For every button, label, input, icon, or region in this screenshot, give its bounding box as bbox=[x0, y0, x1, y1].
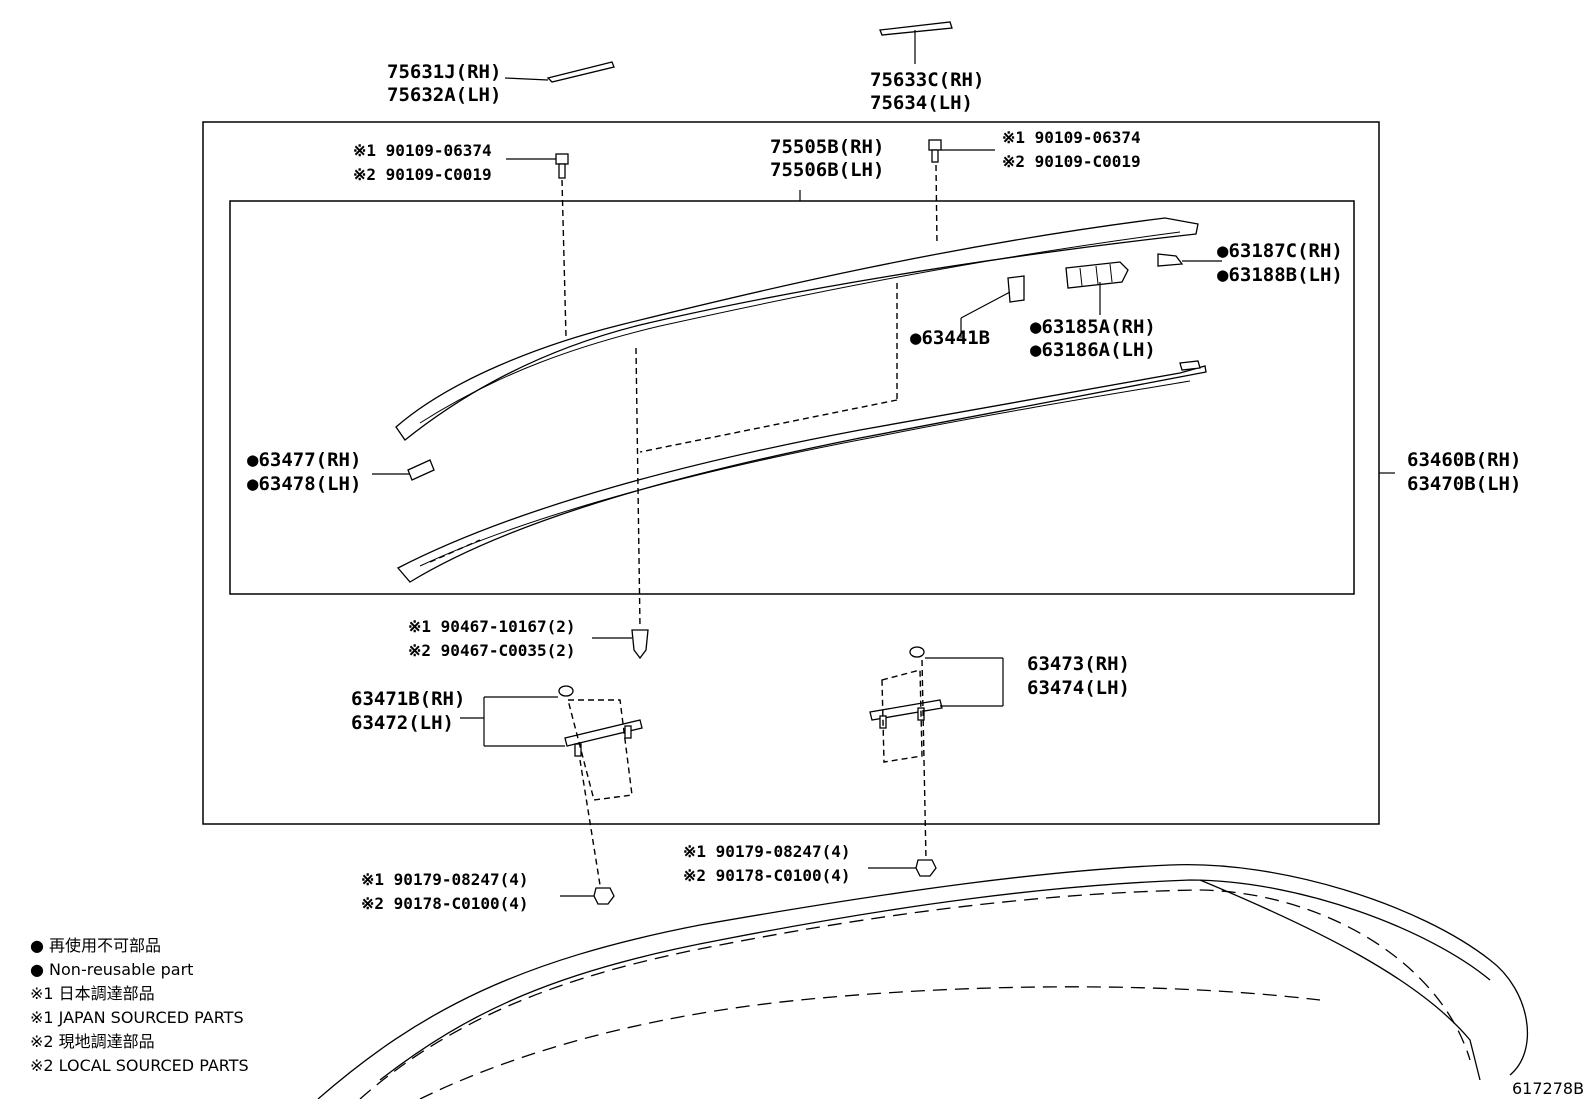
label-nut-right-1: ※1 90179-08247(4) bbox=[683, 842, 851, 861]
label-assembly-1: 63460B(RH) bbox=[1407, 449, 1521, 471]
cover-front-part bbox=[372, 459, 435, 481]
label-rail-2: 75506B(LH) bbox=[770, 159, 884, 181]
label-nut-right-2: ※2 90178-C0100(4) bbox=[683, 866, 851, 885]
cover-rear-part bbox=[1157, 253, 1222, 267]
label-assembly-2: 63470B(LH) bbox=[1407, 473, 1521, 495]
label-molding-end-rear-2: 75634(LH) bbox=[870, 92, 973, 114]
roof-rail-part bbox=[395, 217, 1199, 441]
label-cover-rear-2: ●63188B(LH) bbox=[1217, 264, 1343, 286]
molding-end-front-part bbox=[504, 61, 615, 83]
legend-item: ※2 LOCAL SOURCED PARTS bbox=[30, 1056, 249, 1075]
bracket-right-part bbox=[869, 646, 1004, 861]
label-clip-pin-2: ※2 90467-C0035(2) bbox=[408, 641, 576, 660]
clip-block-part bbox=[1065, 261, 1129, 315]
label-bracket-right-1: 63473(RH) bbox=[1027, 653, 1130, 675]
label-screw-left-2: ※2 90109-C0019 bbox=[353, 165, 492, 184]
diagram-id: 617278B bbox=[1512, 1079, 1584, 1098]
label-molding-end-rear-1: 75633C(RH) bbox=[870, 69, 984, 91]
label-nut-left-1: ※1 90179-08247(4) bbox=[361, 870, 529, 889]
label-rail-1: 75505B(RH) bbox=[770, 136, 884, 158]
vehicle-roof-outline bbox=[317, 863, 1529, 1099]
legend: ● 再使用不可部品 ● Non-reusable part ※1 日本調達部品 … bbox=[30, 936, 249, 1075]
label-nut-left-2: ※2 90178-C0100(4) bbox=[361, 894, 529, 913]
label-cover-front-2: ●63478(LH) bbox=[247, 473, 361, 495]
screw-right-part bbox=[928, 139, 995, 246]
molding-end-rear-part bbox=[879, 21, 953, 64]
legend-item: ※1 日本調達部品 bbox=[30, 984, 155, 1003]
bracket-left-part bbox=[460, 685, 643, 886]
legend-item: ● Non-reusable part bbox=[30, 960, 193, 979]
label-clip-small: ●63441B bbox=[910, 327, 990, 349]
label-molding-end-front-1: 75631J(RH) bbox=[387, 61, 501, 83]
label-molding-end-front-2: 75632A(LH) bbox=[387, 84, 501, 106]
label-screw-left-1: ※1 90109-06374 bbox=[353, 141, 492, 160]
legend-item: ※2 現地調達部品 bbox=[30, 1032, 155, 1051]
screw-left-part bbox=[506, 153, 569, 338]
label-cover-front-1: ●63477(RH) bbox=[247, 449, 361, 471]
rail-base-strip-part bbox=[396, 283, 1207, 583]
label-clip-block-1: ●63185A(RH) bbox=[1030, 316, 1156, 338]
label-bracket-right-2: 63474(LH) bbox=[1027, 677, 1130, 699]
label-screw-right-2: ※2 90109-C0019 bbox=[1002, 152, 1141, 171]
label-clip-block-2: ●63186A(LH) bbox=[1030, 339, 1156, 361]
label-bracket-left-1: 63471B(RH) bbox=[351, 688, 465, 710]
nut-left-part bbox=[560, 887, 615, 905]
legend-item: ※1 JAPAN SOURCED PARTS bbox=[30, 1008, 244, 1027]
legend-item: ● 再使用不可部品 bbox=[30, 936, 161, 955]
rail-subassembly-frame bbox=[229, 200, 1355, 595]
clip-pin-part bbox=[592, 629, 649, 660]
clip-small-part bbox=[960, 275, 1025, 338]
label-bracket-left-2: 63472(LH) bbox=[351, 712, 454, 734]
label-screw-right-1: ※1 90109-06374 bbox=[1002, 128, 1141, 147]
label-clip-pin-1: ※1 90467-10167(2) bbox=[408, 617, 576, 636]
nut-right-part bbox=[868, 859, 937, 877]
label-cover-rear-1: ●63187C(RH) bbox=[1217, 240, 1343, 262]
